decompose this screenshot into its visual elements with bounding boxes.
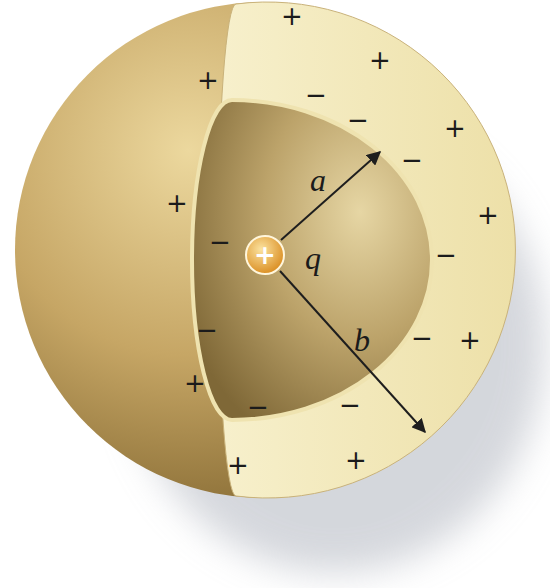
charge-sign: −	[401, 147, 423, 173]
inner-cavity	[192, 100, 432, 420]
charge-sign: −	[247, 394, 269, 420]
charge-sign: −	[347, 107, 369, 133]
charge-sign: +	[197, 67, 219, 93]
charge-sign: +	[184, 370, 206, 396]
charge-sign: −	[305, 82, 327, 108]
charge-sign: +	[281, 3, 303, 29]
charge-sign: −	[411, 325, 433, 351]
charge-sign: −	[435, 242, 457, 268]
charge-sign: +	[227, 452, 249, 478]
point-charge: +q	[245, 235, 285, 275]
radius-arrow-b	[280, 271, 425, 432]
charge-sign: +	[254, 242, 276, 268]
charge-sign: +	[166, 190, 188, 216]
charge-ball	[246, 236, 284, 274]
radius-label: a	[310, 164, 326, 196]
charge-sign: +	[477, 202, 499, 228]
charge-sign: +	[345, 447, 367, 473]
charge-sign: +	[459, 327, 481, 353]
charge-sign: −	[196, 317, 218, 343]
charge-sign: −	[339, 392, 361, 418]
charge-sign: −	[209, 229, 231, 255]
charge-label: q	[305, 242, 321, 274]
radius-arrow-a	[281, 152, 380, 240]
radius-label: b	[354, 324, 370, 356]
charge-sign: +	[369, 47, 391, 73]
charge-sign: +	[444, 115, 466, 141]
